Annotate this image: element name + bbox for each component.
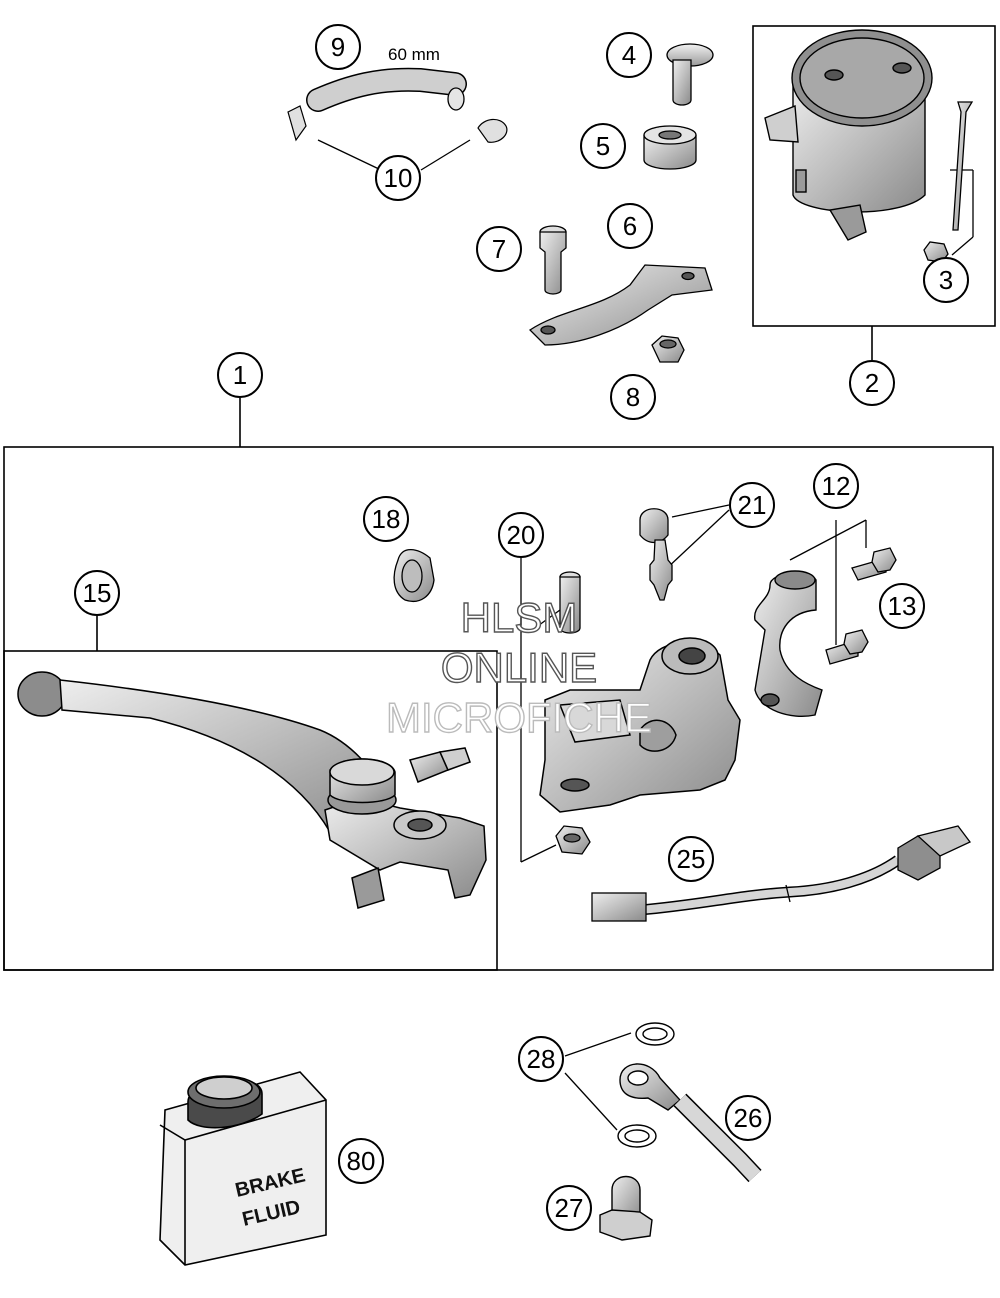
svg-text:28: 28	[527, 1044, 556, 1074]
pin-part	[555, 571, 591, 855]
svg-text:3: 3	[939, 265, 953, 295]
callout-3[interactable]: 3	[923, 257, 969, 303]
svg-text:7: 7	[492, 234, 506, 264]
callout-8[interactable]: 8	[610, 374, 656, 420]
callout-27[interactable]: 27	[546, 1185, 592, 1231]
svg-text:26: 26	[734, 1103, 763, 1133]
svg-text:5: 5	[596, 131, 610, 161]
svg-text:27: 27	[555, 1193, 584, 1223]
hose-part	[306, 67, 467, 112]
svg-text:18: 18	[372, 504, 401, 534]
callout-12[interactable]: 12	[813, 463, 859, 509]
callout-1[interactable]: 1	[217, 352, 263, 398]
callout-25[interactable]: 25	[668, 836, 714, 882]
watermark-line3: MICROFICHE	[386, 694, 652, 741]
svg-text:20: 20	[507, 520, 536, 550]
svg-text:8: 8	[626, 382, 640, 412]
clamp-bolts	[825, 547, 897, 665]
callout-80[interactable]: 80	[338, 1138, 384, 1184]
switch-cable-part	[591, 825, 972, 922]
frames	[3, 25, 996, 971]
svg-text:4: 4	[622, 40, 636, 70]
hose-length-note: 60 mm	[388, 45, 440, 64]
bracket-part	[528, 264, 713, 346]
callout-10[interactable]: 10	[375, 155, 421, 201]
svg-text:12: 12	[822, 471, 851, 501]
lever-subframe	[3, 650, 498, 971]
leader-lines	[317, 139, 974, 1131]
watermark-line1: HLSM	[461, 594, 578, 641]
callout-21[interactable]: 21	[729, 482, 775, 528]
cover-part	[666, 43, 714, 106]
brake-fluid-bottle	[159, 1071, 327, 1266]
callouts: 9 10 4 5 6 7 8 3 2 1 18 20 21 12 13 15 2…	[74, 24, 969, 1231]
boot-part	[393, 548, 435, 602]
svg-text:80: 80	[347, 1146, 376, 1176]
reservoir-frame	[752, 25, 996, 327]
svg-text:1: 1	[233, 360, 247, 390]
svg-text:21: 21	[738, 490, 767, 520]
nut-part-8	[651, 335, 685, 363]
svg-text:9: 9	[331, 32, 345, 62]
brake-lever-part	[17, 671, 487, 909]
callout-18[interactable]: 18	[363, 496, 409, 542]
screw-part-3	[923, 101, 974, 263]
master-cylinder-body	[539, 637, 741, 813]
svg-text:6: 6	[623, 211, 637, 241]
watermark-line2: ONLINE	[441, 644, 597, 691]
callout-2[interactable]: 2	[849, 360, 895, 406]
callout-6[interactable]: 6	[607, 203, 653, 249]
bleeder-part	[639, 508, 673, 601]
svg-text:13: 13	[888, 591, 917, 621]
clamp-parts	[287, 105, 508, 143]
bolt-part-7	[539, 225, 567, 295]
handlebar-clamp-part	[754, 570, 823, 717]
gasket-part	[643, 125, 697, 170]
callout-13[interactable]: 13	[879, 583, 925, 629]
svg-text:10: 10	[384, 163, 413, 193]
callout-7[interactable]: 7	[476, 226, 522, 272]
callout-9[interactable]: 9	[315, 24, 361, 70]
callout-15[interactable]: 15	[74, 570, 120, 616]
callout-26[interactable]: 26	[725, 1095, 771, 1141]
watermark: HLSM ONLINE MICROFICHE	[385, 593, 652, 741]
brake-hose-part	[599, 1022, 762, 1241]
callout-28[interactable]: 28	[518, 1036, 564, 1082]
callout-20[interactable]: 20	[498, 512, 544, 558]
svg-text:2: 2	[865, 368, 879, 398]
reservoir-part	[764, 29, 933, 241]
callout-4[interactable]: 4	[606, 32, 652, 78]
callout-5[interactable]: 5	[580, 123, 626, 169]
svg-text:25: 25	[677, 844, 706, 874]
svg-text:15: 15	[83, 578, 112, 608]
